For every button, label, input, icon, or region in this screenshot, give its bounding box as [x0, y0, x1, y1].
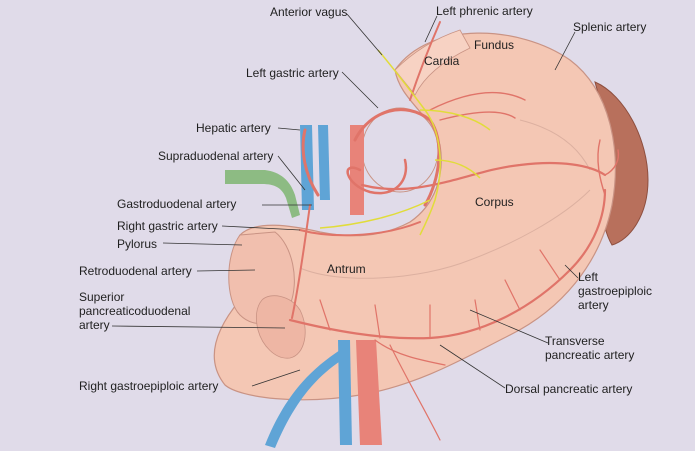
label-dorsal-pancreatic-artery: Dorsal pancreatic artery [505, 382, 633, 396]
lesser-curvature-opening [361, 107, 439, 193]
gastroepiploic-arcade [288, 188, 607, 340]
leader-retroduodenal [196, 269, 256, 272]
label-transverse-pancreatic-artery: Transverse pancreatic artery [545, 334, 635, 362]
inner-contour [299, 189, 591, 279]
label-pylorus: Pylorus [117, 237, 158, 251]
vagus-branches [319, 109, 491, 229]
hepatic-artery-path [301, 128, 320, 197]
label-antrum: Antrum [327, 262, 366, 276]
label-retroduodenal-artery: Retroduodenal artery [79, 264, 192, 278]
leader-transverse-pancreatic [469, 309, 549, 344]
label-cardia: Cardia [424, 54, 460, 68]
label-right-gastroepiploic-artery: Right gastroepiploic artery [79, 379, 219, 393]
pancreatic-branches [374, 339, 446, 441]
right-gastric-artery-path [299, 221, 421, 237]
leader-pylorus [162, 242, 243, 246]
inner-contour-2 [519, 119, 591, 171]
label-hepatic-artery: Hepatic artery [196, 121, 271, 135]
anterior-vagus-nerve [377, 49, 441, 236]
celiac-loop [346, 158, 408, 195]
label-splenic-artery: Splenic artery [573, 20, 647, 34]
short-gastric-branches [597, 139, 620, 196]
leader-left-gastroepiploic [564, 264, 579, 279]
left-gastric-artery-path [353, 108, 441, 207]
leader-hepatic [277, 127, 301, 131]
left-phrenic-artery-path [409, 21, 441, 101]
leader-splenic [554, 31, 576, 71]
leader-superior-pancreaticoduodenal [111, 325, 286, 329]
leader-right-gastric [221, 225, 301, 231]
vein-upper-right [318, 125, 330, 200]
leader-left-phrenic [424, 15, 438, 43]
bile-duct [225, 170, 300, 218]
label-right-gastric-artery: Right gastric artery [117, 219, 218, 233]
leader-left-gastric [341, 71, 379, 109]
label-left-gastroepiploic-artery: Left gastroepiploic artery [578, 270, 653, 312]
leader-supraduodenal [277, 155, 306, 191]
label-supraduodenal-artery: Supraduodenal artery [158, 149, 274, 163]
splenic-artery-path [360, 161, 607, 191]
leader-anterior-vagus [346, 13, 383, 56]
gastroduodenal-artery-path [291, 204, 311, 319]
gastroepiploic-branches [319, 249, 561, 339]
label-gastroduodenal-artery: Gastroduodenal artery [117, 197, 237, 211]
esophagus [394, 29, 471, 96]
fundal-branches [429, 91, 526, 121]
label-anterior-vagus: Anterior vagus [270, 5, 348, 19]
label-corpus: Corpus [475, 195, 514, 209]
leader-right-gastroepiploic [251, 369, 301, 387]
leader-dorsal-pancreatic [439, 344, 506, 389]
label-left-phrenic-artery: Left phrenic artery [436, 4, 533, 18]
gastroepiploic-vein [265, 350, 345, 448]
label-fundus: Fundus [474, 38, 515, 52]
stomach [213, 32, 616, 401]
label-superior-pancreaticoduodenal-artery: Superior pancreaticoduodenal artery [79, 290, 191, 332]
lower-aorta [356, 340, 382, 445]
superior-mesenteric-vein [338, 340, 352, 445]
label-left-gastric-artery: Left gastric artery [246, 66, 339, 80]
